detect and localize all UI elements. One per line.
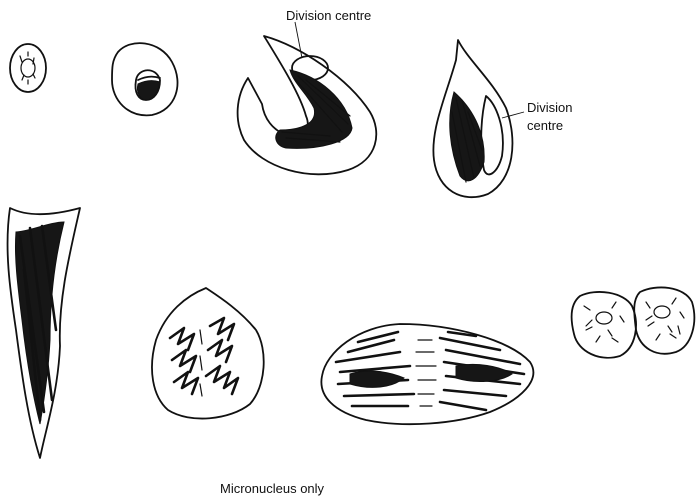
label-division-centre-top: Division centre xyxy=(286,8,371,23)
stage-8-daughter-nuclei xyxy=(572,287,695,357)
stage-3-crescent-nucleus: Division centre xyxy=(238,8,377,174)
label-division-centre-right-line1: Division xyxy=(527,100,573,115)
stage-2-swelling-nucleus xyxy=(112,43,178,115)
stage-4-teardrop-nucleus: Division centre xyxy=(433,40,572,197)
stage-1-resting-nucleus xyxy=(10,44,46,92)
stage-5-elongated-spindle xyxy=(8,208,80,458)
stage-6-zigzag-chromosomes xyxy=(152,288,264,419)
label-division-centre-right-line2: centre xyxy=(527,118,563,133)
stage-7-anaphase-spindle xyxy=(321,324,533,424)
caption-micronucleus-only: Micronucleus only xyxy=(220,481,325,496)
